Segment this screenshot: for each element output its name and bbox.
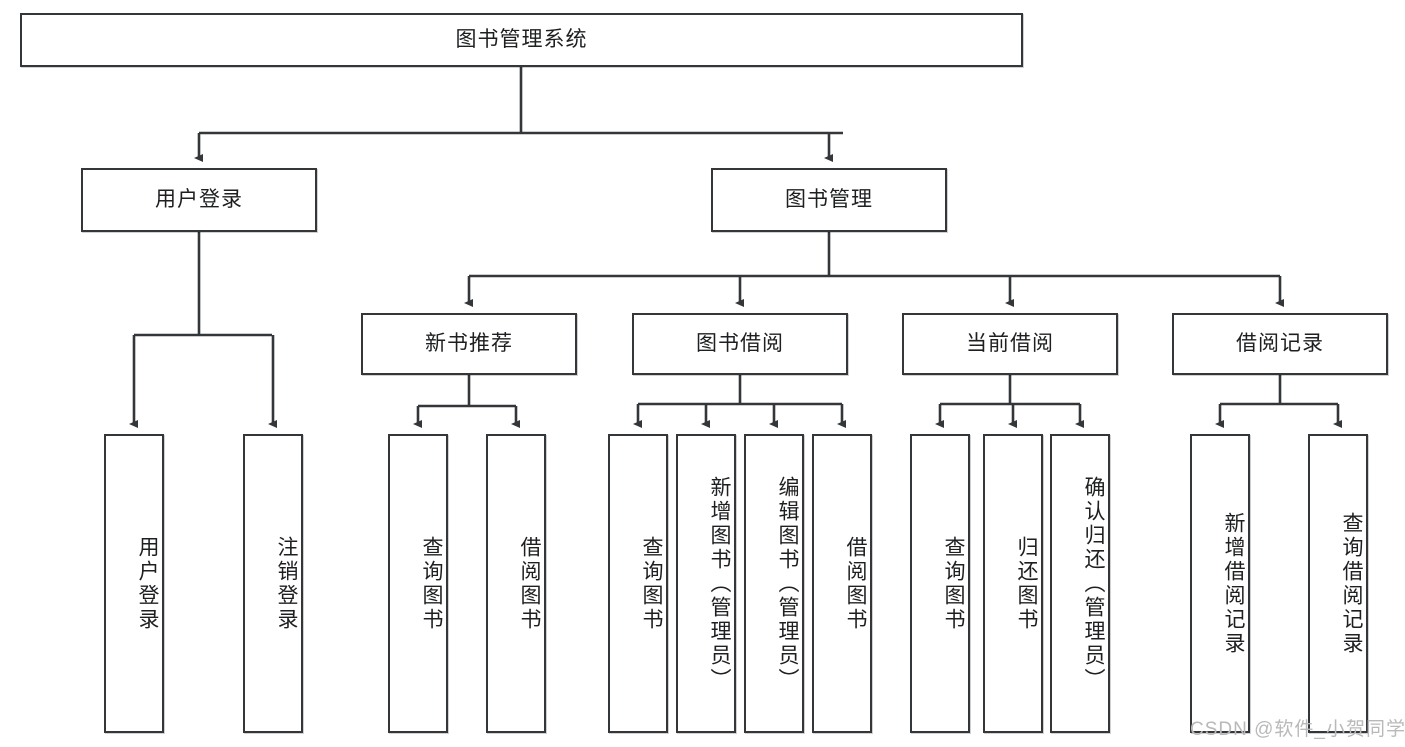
leaf-add-borrow-record[interactable]: 新增借阅记录 <box>1190 434 1250 733</box>
leaf-add-book-admin[interactable]: 新增图书（管理员） <box>676 434 736 733</box>
leaf-query-book-borrow[interactable]: 查询图书 <box>608 434 668 733</box>
node-root[interactable]: 图书管理系统 <box>20 13 1023 67</box>
leaf-confirm-return-admin[interactable]: 确认归还（管理员） <box>1050 434 1110 733</box>
node-book-borrow[interactable]: 图书借阅 <box>632 313 848 375</box>
csdn-watermark: CSDN @软件_小贺同学 <box>1190 719 1405 740</box>
node-book-management[interactable]: 图书管理 <box>711 168 947 232</box>
leaf-query-book-current[interactable]: 查询图书 <box>910 434 970 733</box>
leaf-logout[interactable]: 注销登录 <box>243 434 303 733</box>
node-new-book-recommend[interactable]: 新书推荐 <box>361 313 577 375</box>
node-current-borrow[interactable]: 当前借阅 <box>902 313 1118 375</box>
node-user-login[interactable]: 用户登录 <box>81 168 317 232</box>
leaf-query-borrow-record[interactable]: 查询借阅记录 <box>1308 434 1368 733</box>
leaf-borrow-book-newbook[interactable]: 借阅图书 <box>486 434 546 733</box>
leaf-user-login[interactable]: 用户登录 <box>104 434 164 733</box>
node-borrow-record[interactable]: 借阅记录 <box>1172 313 1388 375</box>
leaf-borrow-book[interactable]: 借阅图书 <box>812 434 872 733</box>
leaf-edit-book-admin[interactable]: 编辑图书（管理员） <box>744 434 804 733</box>
leaf-query-book-newbook[interactable]: 查询图书 <box>388 434 448 733</box>
leaf-return-book[interactable]: 归还图书 <box>983 434 1043 733</box>
